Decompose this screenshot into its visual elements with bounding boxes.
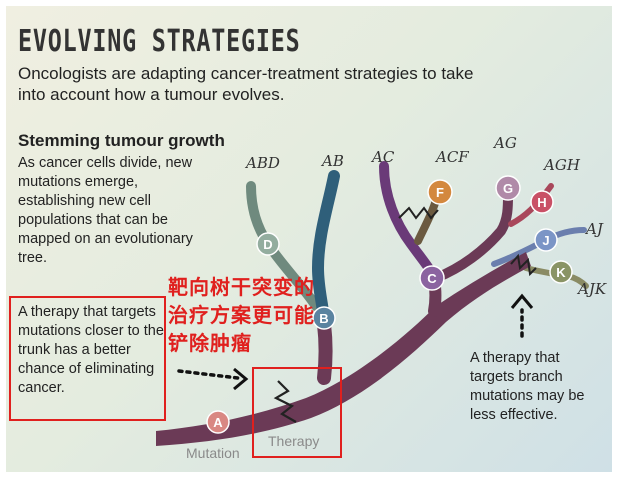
leaf-label-agh: AGH xyxy=(542,156,581,174)
mutation-label: Mutation xyxy=(186,445,240,461)
trunk-note-box xyxy=(9,296,166,421)
infographic: EVOLVING STRATEGIES Oncologists are adap… xyxy=(6,6,612,472)
node-b: B xyxy=(312,306,336,330)
trunk-note: A therapy that targets mutations closer … xyxy=(18,304,164,396)
section-heading: Stemming tumour growth xyxy=(18,131,225,150)
node-g: G xyxy=(495,175,521,201)
leaf-label-ac: AC xyxy=(370,148,395,166)
svg-text:H: H xyxy=(537,195,546,210)
leaf-label-abd: ABD xyxy=(244,154,280,172)
evolution-tree-diagram: A B C D F G H J K ABD AB AC ACF AG AGH A… xyxy=(156,134,607,461)
node-f: F xyxy=(427,179,453,205)
svg-text:D: D xyxy=(263,237,272,252)
zigzag-icon xyxy=(398,206,439,220)
page-title: EVOLVING STRATEGIES xyxy=(18,24,301,59)
branch-note: A therapy that targets branch mutations … xyxy=(470,350,585,423)
therapy-highlight-box xyxy=(252,367,342,458)
leaf-label-aj: AJ xyxy=(584,220,604,238)
svg-text:J: J xyxy=(542,233,549,248)
branch-agh xyxy=(508,183,554,227)
svg-text:B: B xyxy=(319,311,328,326)
svg-text:F: F xyxy=(436,185,444,200)
svg-text:G: G xyxy=(503,181,513,196)
therapy-label: Therapy xyxy=(268,433,319,449)
svg-text:A: A xyxy=(213,415,223,430)
leaf-label-ag: AG xyxy=(492,134,517,152)
dotted-arrow xyxy=(177,369,240,380)
leaf-label-ajk: AJK xyxy=(576,280,607,298)
node-k: K xyxy=(549,260,573,284)
leaf-label-acf: ACF xyxy=(434,148,469,166)
zigzag-icon xyxy=(510,253,537,277)
node-a: A xyxy=(206,410,230,434)
svg-text:C: C xyxy=(427,271,437,286)
node-c: C xyxy=(419,265,445,291)
zigzag-icon xyxy=(273,380,297,423)
arrowhead-right-icon xyxy=(233,367,249,391)
node-d: D xyxy=(256,232,280,256)
leaf-label-ab: AB xyxy=(320,152,344,170)
arrowhead-up-icon xyxy=(510,293,534,309)
svg-text:K: K xyxy=(556,265,566,280)
node-h: H xyxy=(530,190,554,214)
trunk xyxy=(156,252,531,446)
node-j: J xyxy=(534,228,558,252)
chinese-annotation: 靶向树干突变的治疗方案更可能铲除肿瘤 xyxy=(168,277,315,355)
section-body: As cancer cells divide, new mutations em… xyxy=(18,155,193,266)
branch-ag xyxy=(431,181,514,283)
page-subtitle: Oncologists are adapting cancer-treatmen… xyxy=(18,64,474,104)
